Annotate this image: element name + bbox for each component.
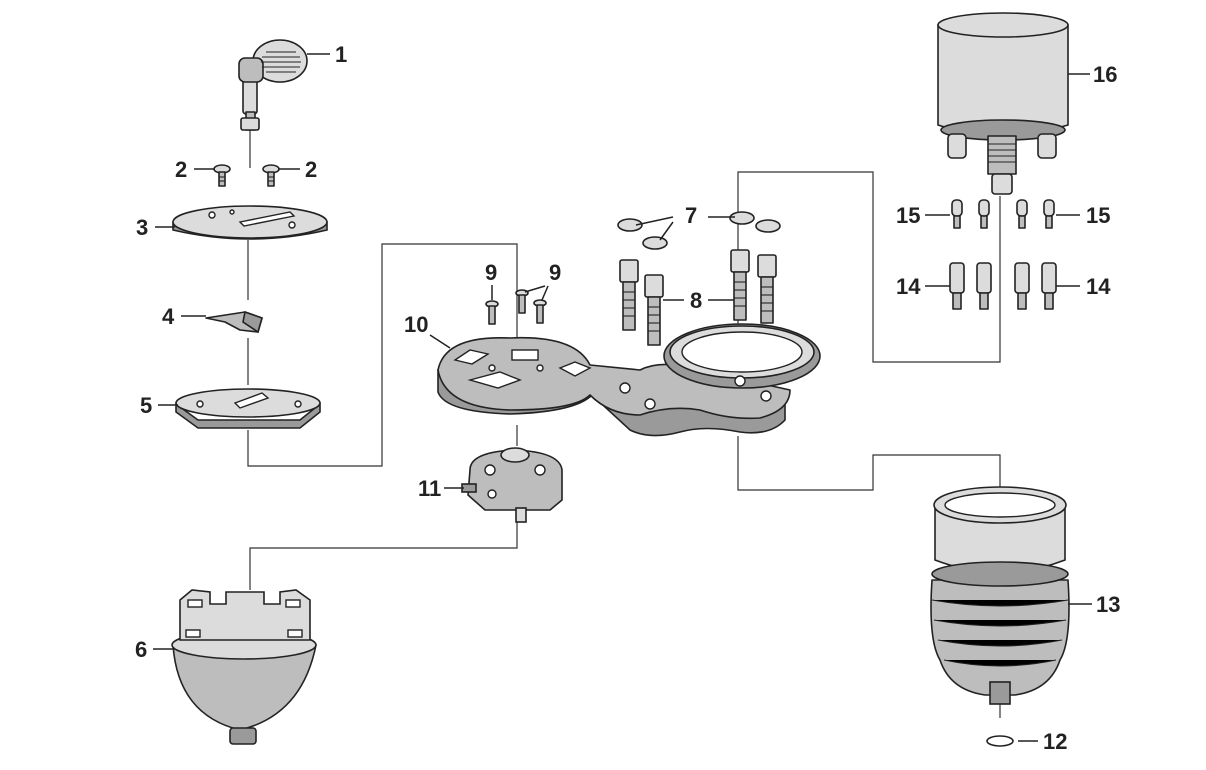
callout-11: 11: [418, 476, 441, 501]
callout-13: 13: [1096, 592, 1120, 617]
callout-7: 7: [685, 203, 697, 228]
part-2-screw-left: [213, 164, 231, 187]
callout-4: 4: [162, 304, 175, 329]
connection-lines: [247, 128, 1001, 718]
callout-16: 16: [1093, 62, 1117, 87]
part-9-screws: [485, 289, 547, 325]
callout-15-right: 15: [1086, 203, 1110, 228]
callout-1: 1: [335, 42, 347, 67]
part-15-bulbs: [951, 199, 1055, 229]
part-11-switch-module: [461, 447, 563, 523]
callout-12: 12: [1043, 729, 1067, 754]
part-14-bulb-holders: [949, 262, 1057, 310]
part-12-clip-ring: [986, 735, 1014, 747]
callout-9-right: 9: [549, 260, 561, 285]
part-3-top-plate: [172, 205, 328, 240]
part-7-washers: [617, 211, 781, 250]
callout-5: 5: [140, 393, 152, 418]
callout-2-left: 2: [175, 157, 187, 182]
part-16-gauge-housing: [937, 12, 1069, 195]
callout-8: 8: [690, 288, 702, 313]
part-1-switch-head: [238, 39, 308, 131]
callout-14-right: 14: [1086, 274, 1111, 299]
part-10-bracket: [437, 323, 821, 437]
part-8-bolts: [619, 249, 777, 346]
callout-15-left: 15: [896, 203, 920, 228]
callout-2-right: 2: [305, 157, 317, 182]
leader-lines: [153, 53, 1092, 742]
callout-10: 10: [404, 312, 428, 337]
callout-14-left: 14: [896, 274, 921, 299]
callout-9-left: 9: [485, 260, 497, 285]
part-5-lower-plate: [175, 388, 321, 429]
part-4-lever: [205, 310, 263, 334]
callouts: 1 2 2 3 4 5 6 7 8 9 9 10 11 12 13 14 14 …: [135, 42, 1120, 754]
part-13-gauge-body: [930, 486, 1070, 705]
part-2-screw-right: [262, 164, 280, 187]
callout-3: 3: [136, 215, 148, 240]
part-6-housing-cup: [171, 589, 317, 745]
callout-6: 6: [135, 637, 147, 662]
